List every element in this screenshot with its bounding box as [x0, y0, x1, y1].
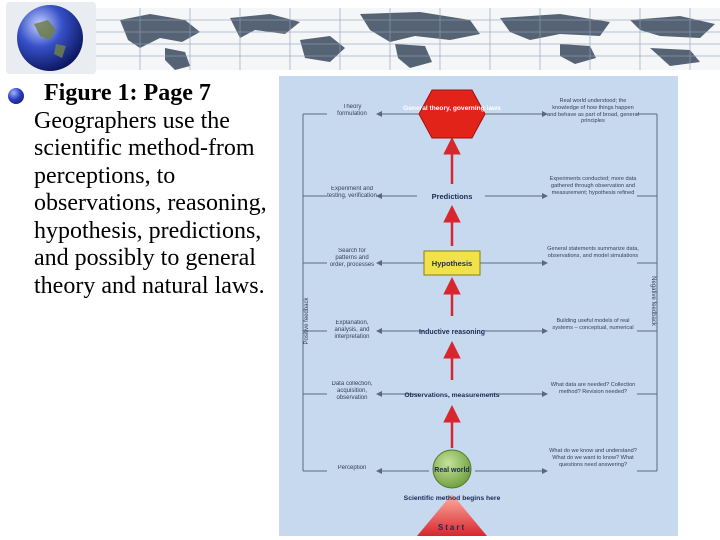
- feedback-lines: [302, 113, 658, 472]
- body-text: Geographers use the scientific method-fr…: [34, 107, 267, 299]
- start-cone: [417, 494, 487, 536]
- left-label-5-wrap: Data collection, acquisition, observatio…: [331, 381, 373, 401]
- right-label-1-wrap: Real world understood; the knowledge of …: [547, 98, 639, 125]
- diagram-background: [279, 76, 678, 536]
- right-label-data-needed: What data are needed? Collection method?…: [550, 382, 636, 395]
- left-label-1-wrap: Theory formulation: [337, 104, 367, 117]
- predictions-label: Predictions: [432, 192, 473, 201]
- left-label-6-wrap: Perception: [337, 465, 367, 471]
- hypothesis-node: [423, 250, 481, 276]
- observations-label: Observations, measurements: [404, 392, 499, 399]
- left-label-explanation: Explanation, analysis, and interpretatio…: [334, 320, 370, 340]
- horizontal-arrows: [376, 111, 548, 474]
- right-label-3-wrap: General statements summarize data, obser…: [547, 246, 639, 259]
- start-label: Start: [438, 523, 466, 532]
- left-label-perception: Perception: [337, 465, 367, 471]
- right-label-models: Building useful models of real systems –…: [552, 318, 634, 331]
- right-label-5-wrap: What data are needed? Collection method?…: [550, 382, 636, 395]
- figure-label: Figure 1: Page 7: [44, 80, 211, 106]
- right-label-general-statements: General statements summarize data, obser…: [547, 246, 639, 259]
- world-map-graphic: [6, 2, 720, 74]
- negative-feedback-label: Negative feedback: [650, 276, 656, 327]
- general-theory-label-line1: General theory, governing laws: [403, 105, 501, 112]
- left-label-3-wrap: Search for patterns and order, processes: [329, 248, 375, 268]
- positive-feedback-label: Positive feedback: [304, 296, 310, 344]
- left-label-data: Data collection, acquisition, observatio…: [331, 381, 373, 401]
- general-theory-node: [418, 89, 486, 139]
- real-world-label: Real world: [434, 467, 469, 474]
- right-label-experiments: Experiments conducted; more data gathere…: [549, 176, 637, 196]
- left-label-experiment: Experiment and testing, verification: [327, 186, 377, 199]
- bullet-icon: [8, 88, 24, 104]
- right-label-4-wrap: Building useful models of real systems –…: [552, 318, 634, 331]
- slide-text: Figure 1: Page 7 Geographers use the sci…: [34, 80, 282, 300]
- left-label-theory: Theory formulation: [337, 104, 367, 117]
- map-gridlines: [95, 8, 720, 70]
- scientific-method-diagram: General theory, governing laws Predictio…: [279, 76, 678, 536]
- map-banner: [0, 0, 720, 76]
- right-label-understood: Real world understood; the knowledge of …: [547, 98, 639, 125]
- right-label-2-wrap: Experiments conducted; more data gathere…: [549, 176, 637, 196]
- left-label-2-wrap: Experiment and testing, verification: [327, 186, 377, 199]
- right-label-6-wrap: What do we know and understand? What do …: [549, 448, 637, 468]
- real-world-node: [432, 449, 472, 489]
- left-label-patterns: Search for patterns and order, processes: [329, 248, 375, 268]
- hypothesis-label: Hypothesis: [432, 259, 472, 268]
- right-label-questions: What do we know and understand? What do …: [549, 448, 637, 468]
- globe-continents: [34, 20, 66, 58]
- left-label-4-wrap: Explanation, analysis, and interpretatio…: [334, 320, 370, 340]
- start-caption: Scientific method begins here: [404, 495, 501, 502]
- inductive-reasoning-label: Inductive reasoning: [419, 329, 485, 336]
